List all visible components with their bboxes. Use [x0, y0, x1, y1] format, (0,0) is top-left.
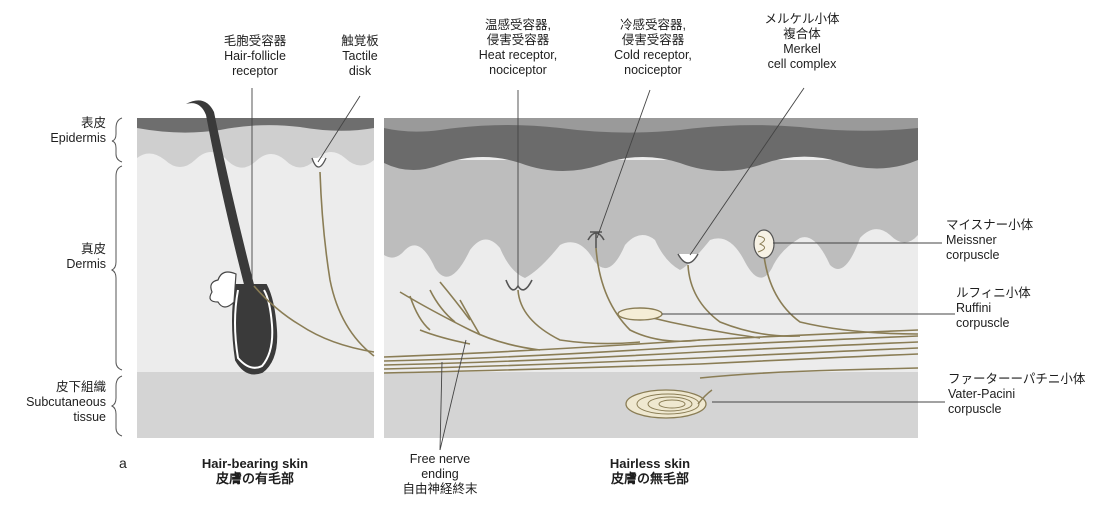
merkel-label: メルケル小体 複合体 Merkel cell complex [748, 12, 856, 72]
merkel-label-jp1: メルケル小体 [748, 12, 856, 27]
figure-letter: a [119, 455, 127, 471]
heat-receptor-label-jp2: 侵害受容器 [464, 33, 572, 48]
ruffini-label-jp: ルフィニ小体 [956, 286, 1066, 301]
tactile-disk-label-en2: disk [330, 64, 390, 79]
hair-follicle-label-jp: 毛胞受容器 [210, 34, 300, 49]
subcutaneous-label-jp: 皮下組織 [10, 380, 106, 395]
subcutaneous-layer-left [137, 372, 374, 438]
hair-follicle-label-en2: receptor [210, 64, 300, 79]
heat-receptor-label-en1: Heat receptor, [464, 48, 572, 63]
epidermis-label-en: Epidermis [40, 131, 106, 146]
subcutaneous-label-en1: Subcutaneous [10, 395, 106, 410]
hairless-skin-label-jp: 皮膚の無毛部 [590, 471, 710, 486]
hair-follicle-label: 毛胞受容器 Hair-follicle receptor [210, 34, 300, 79]
epidermis-label: 表皮 Epidermis [40, 116, 106, 146]
cold-receptor-label-en2: nociceptor [600, 63, 706, 78]
ruffini-label-en1: Ruffini [956, 301, 1066, 316]
ruffini-corpuscle [618, 308, 662, 320]
dermis-label: 真皮 Dermis [40, 242, 106, 272]
hairless-skin-block [384, 118, 918, 438]
heat-receptor-label-jp1: 温感受容器, [464, 18, 572, 33]
dermis-brace [112, 166, 122, 370]
meissner-label-jp: マイスナー小体 [946, 218, 1066, 233]
hair-bearing-skin-label: Hair-bearing skin 皮膚の有毛部 [180, 456, 330, 486]
meissner-label: マイスナー小体 Meissner corpuscle [946, 218, 1066, 263]
free-nerve-ending-label-en1: Free nerve [392, 452, 488, 467]
pacini-label-jp: ファーターーパチニ小体 [948, 372, 1108, 387]
pacini-label: ファーターーパチニ小体 Vater-Pacini corpuscle [948, 372, 1108, 417]
free-nerve-ending-label-jp: 自由神経終末 [392, 482, 488, 497]
ruffini-label-en2: corpuscle [956, 316, 1066, 331]
heat-receptor-label-en2: nociceptor [464, 63, 572, 78]
tactile-disk-label: 触覚板 Tactile disk [330, 34, 390, 79]
subcutaneous-brace [112, 376, 122, 436]
meissner-corpuscle [754, 230, 774, 258]
hair-bearing-skin-label-en: Hair-bearing skin [180, 456, 330, 471]
epidermis-brace [112, 118, 122, 162]
tactile-disk-label-jp: 触覚板 [330, 34, 390, 49]
tactile-disk-label-en1: Tactile [330, 49, 390, 64]
meissner-label-en1: Meissner [946, 233, 1066, 248]
merkel-label-en2: cell complex [748, 57, 856, 72]
cold-receptor-label-jp2: 侵害受容器 [600, 33, 706, 48]
free-nerve-ending-label-en2: ending [392, 467, 488, 482]
hair-bearing-skin-block [137, 118, 374, 438]
pacini-label-en1: Vater-Pacini [948, 387, 1108, 402]
merkel-label-jp2: 複合体 [748, 27, 856, 42]
layer-braces [112, 118, 122, 436]
dermis-label-jp: 真皮 [40, 242, 106, 257]
hairless-skin-label: Hairless skin 皮膚の無毛部 [590, 456, 710, 486]
cold-receptor-label: 冷感受容器, 侵害受容器 Cold receptor, nociceptor [600, 18, 706, 78]
hairless-skin-label-en: Hairless skin [590, 456, 710, 471]
free-nerve-ending-label: Free nerve ending 自由神経終末 [392, 452, 488, 497]
dermis-label-en: Dermis [40, 257, 106, 272]
meissner-label-en2: corpuscle [946, 248, 1066, 263]
pacini-label-en2: corpuscle [948, 402, 1108, 417]
subcutaneous-label: 皮下組織 Subcutaneous tissue [10, 380, 106, 425]
hair-follicle-label-en1: Hair-follicle [210, 49, 300, 64]
merkel-label-en1: Merkel [748, 42, 856, 57]
epidermis-label-jp: 表皮 [40, 116, 106, 131]
heat-receptor-label: 温感受容器, 侵害受容器 Heat receptor, nociceptor [464, 18, 572, 78]
cold-receptor-label-jp1: 冷感受容器, [600, 18, 706, 33]
subcutaneous-label-en2: tissue [10, 410, 106, 425]
ruffini-label: ルフィニ小体 Ruffini corpuscle [956, 286, 1066, 331]
hair-bearing-skin-label-jp: 皮膚の有毛部 [180, 471, 330, 486]
cold-receptor-label-en1: Cold receptor, [600, 48, 706, 63]
